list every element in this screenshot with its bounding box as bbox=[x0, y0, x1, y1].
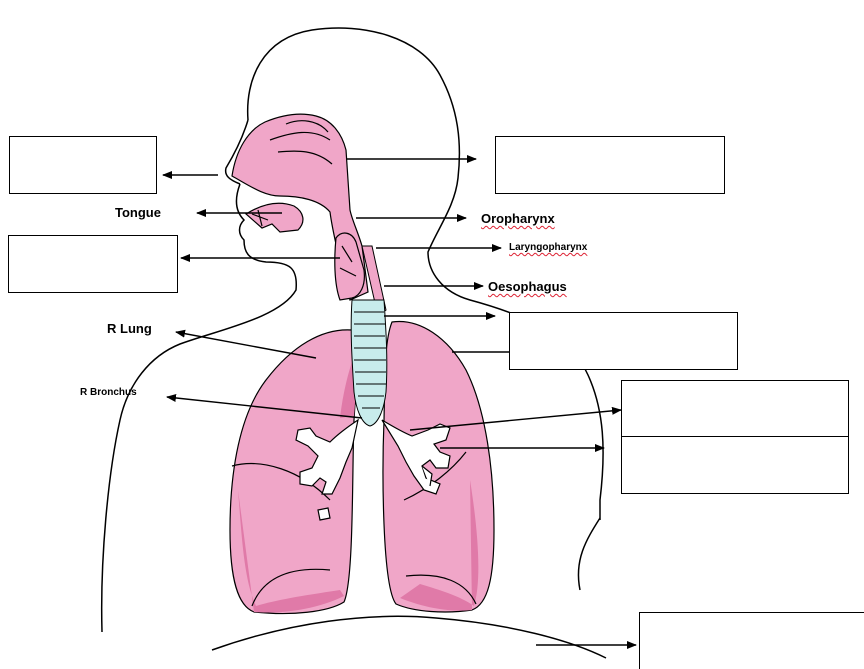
answer-box-nasopharynx[interactable] bbox=[495, 136, 725, 194]
label-r-lung: R Lung bbox=[107, 322, 152, 335]
label-oropharynx: Oropharynx bbox=[481, 212, 555, 225]
answer-box-diaphragm[interactable] bbox=[639, 612, 864, 669]
trachea-shape bbox=[351, 300, 387, 426]
upper-airway bbox=[232, 114, 368, 300]
label-laryngopharynx: Laryngopharynx bbox=[509, 243, 587, 253]
answer-box-trachea[interactable] bbox=[509, 312, 738, 370]
answer-box-left-bronchus[interactable] bbox=[621, 380, 849, 438]
tongue-shape bbox=[246, 203, 303, 232]
answer-box-larynx[interactable] bbox=[8, 235, 178, 293]
answer-box-nasal-cavity[interactable] bbox=[9, 136, 157, 194]
answer-box-bronchiole[interactable] bbox=[621, 436, 849, 494]
arrow-r-lung bbox=[176, 332, 316, 358]
label-r-bronchus: R Bronchus bbox=[80, 388, 137, 398]
label-tongue: Tongue bbox=[115, 206, 161, 219]
label-oesophagus: Oesophagus bbox=[488, 280, 567, 293]
